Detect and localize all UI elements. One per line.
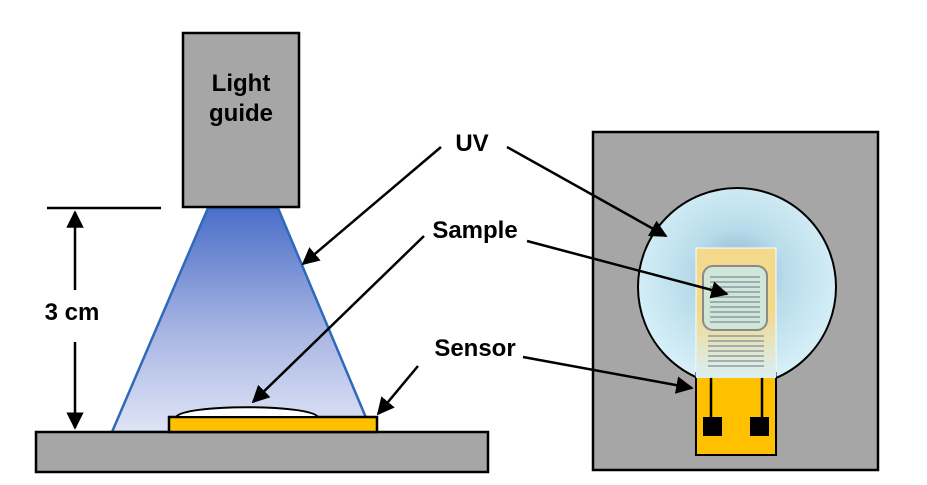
- light-guide-block: [181, 31, 301, 209]
- uv-arrow-right: [506, 145, 668, 238]
- sample-label: Sample: [432, 217, 517, 244]
- sensor-tab: [695, 372, 777, 456]
- sample-arrow-right: [526, 239, 729, 299]
- light-guide-label-line2: guide: [209, 100, 273, 127]
- sensor-arrow-left: [376, 365, 419, 416]
- sensor-side: [167, 415, 379, 434]
- sensor-pad-right: [750, 417, 769, 436]
- uv-beam-cone: [110, 206, 374, 434]
- base-plate: [34, 430, 490, 474]
- sensor-comb-lines: [708, 335, 764, 367]
- sensor-label: Sensor: [434, 335, 515, 362]
- uv-label: UV: [455, 130, 488, 157]
- uv-arrow-left: [301, 146, 442, 266]
- sample-droplet: [174, 406, 320, 418]
- top-view: [591, 130, 880, 472]
- sample-arrow-left: [251, 235, 425, 404]
- distance-label: 3 cm: [45, 299, 100, 326]
- light-guide-label-line1: Light: [212, 70, 271, 97]
- sensor-arrow-right: [522, 355, 694, 394]
- callouts: UV Sample Sensor: [251, 130, 729, 416]
- side-view: Light guide 3 cm: [34, 31, 490, 474]
- sensor-pad-left: [703, 417, 722, 436]
- sample-patch: [702, 265, 768, 331]
